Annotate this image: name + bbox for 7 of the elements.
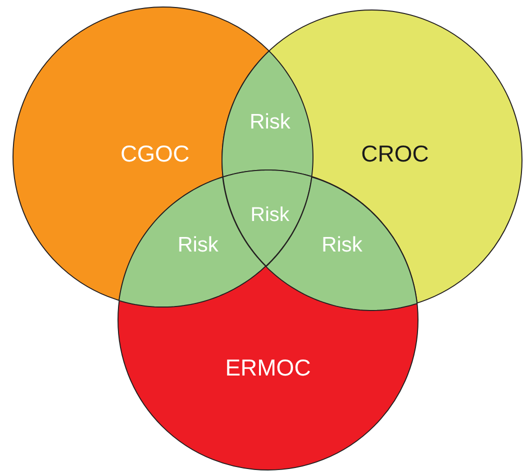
set-label: CROC — [361, 142, 429, 166]
overlap-label: Risk — [178, 234, 218, 256]
set-label: CGOC — [120, 142, 190, 166]
overlap-label: Risk — [322, 234, 362, 256]
overlap-label: Risk — [250, 204, 290, 225]
set-label: ERMOC — [225, 356, 311, 380]
overlap-label: Risk — [250, 111, 290, 132]
